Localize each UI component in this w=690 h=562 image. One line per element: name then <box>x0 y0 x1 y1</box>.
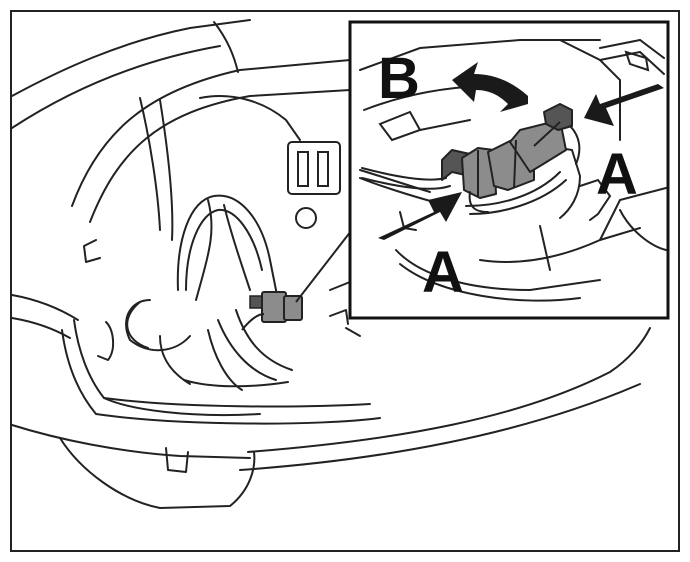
wiring-harness <box>125 194 293 391</box>
arrow-push-icon <box>584 84 664 126</box>
arrow-pull-icon <box>452 62 528 112</box>
vehicle-body-outline <box>11 19 651 509</box>
label-a-left: A <box>422 240 464 305</box>
bracket-with-slots <box>287 141 341 229</box>
figure-frame <box>10 10 680 552</box>
detail-inset: B A A <box>348 20 670 320</box>
label-a-right: A <box>596 142 638 207</box>
arrow-push-icon <box>378 192 462 240</box>
callout-leader-line <box>295 221 359 303</box>
connector-location <box>241 291 303 331</box>
label-b: B <box>378 46 420 111</box>
inset-bay-outline <box>359 38 667 302</box>
connector-detail <box>441 103 573 199</box>
connector-wires <box>361 125 581 213</box>
